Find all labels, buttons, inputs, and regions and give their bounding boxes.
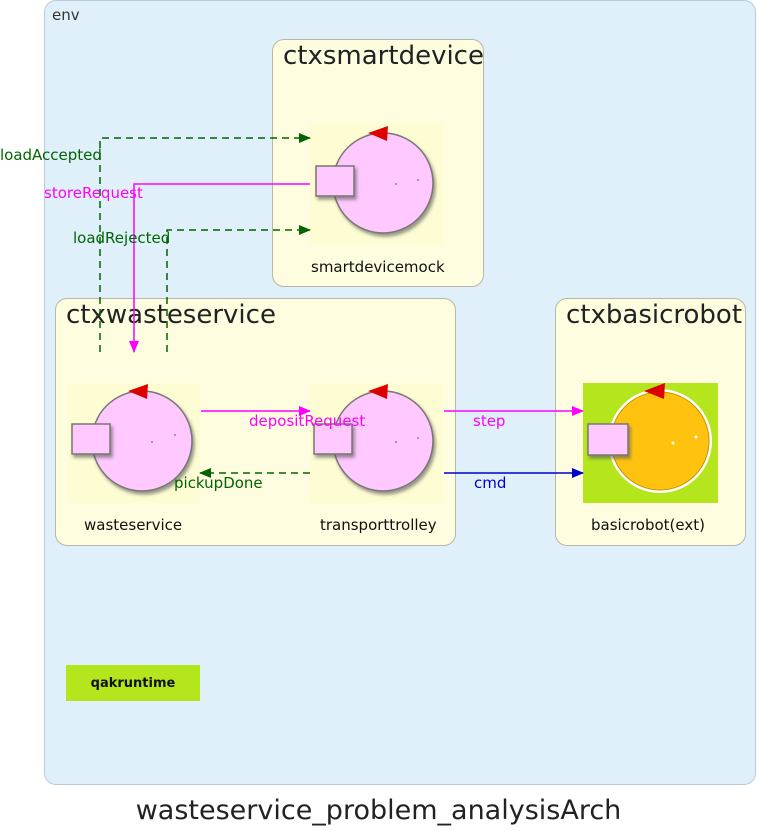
context-ctxsmartdevice <box>272 39 484 287</box>
actor-label-wasteservice: wasteservice <box>84 516 183 534</box>
arrow-loadRejected <box>166 225 311 352</box>
actor-smartdevicemock <box>310 123 443 245</box>
context-title-ctxwasteservice: ctxwasteservice <box>66 300 276 330</box>
arrow-storeRequest <box>129 183 310 353</box>
arrow-loadAccepted <box>99 133 311 352</box>
qakruntime-label: qakruntime <box>90 675 176 691</box>
diagram-title: wasteservice_problem_analysisArch <box>135 795 622 826</box>
qakruntime-box: qakruntime <box>66 665 200 701</box>
actor-label-transporttrolley: transporttrolley <box>320 516 437 534</box>
message-label-loadAccepted: loadAccepted <box>0 146 102 164</box>
actor-basicrobot <box>583 383 718 503</box>
actor-label-smartdevicemock: smartdevicemock <box>311 258 445 276</box>
actor-transporttrolley <box>310 383 443 503</box>
message-label-step: step <box>473 412 506 430</box>
context-title-ctxsmartdevice: ctxsmartdevice <box>283 41 484 71</box>
message-label-loadRejected: loadRejected <box>73 229 171 247</box>
actor-label-basicrobot: basicrobot(ext) <box>591 516 705 534</box>
actor-wasteservice <box>67 383 200 503</box>
message-label-depositRequest: depositRequest <box>249 412 366 430</box>
message-label-pickupDone: pickupDone <box>174 474 263 492</box>
message-label-cmd: cmd <box>474 474 507 492</box>
env-label: env <box>52 6 80 24</box>
message-label-storeRequest: storeRequest <box>44 184 143 202</box>
context-title-ctxbasicrobot: ctxbasicrobot <box>566 300 743 330</box>
